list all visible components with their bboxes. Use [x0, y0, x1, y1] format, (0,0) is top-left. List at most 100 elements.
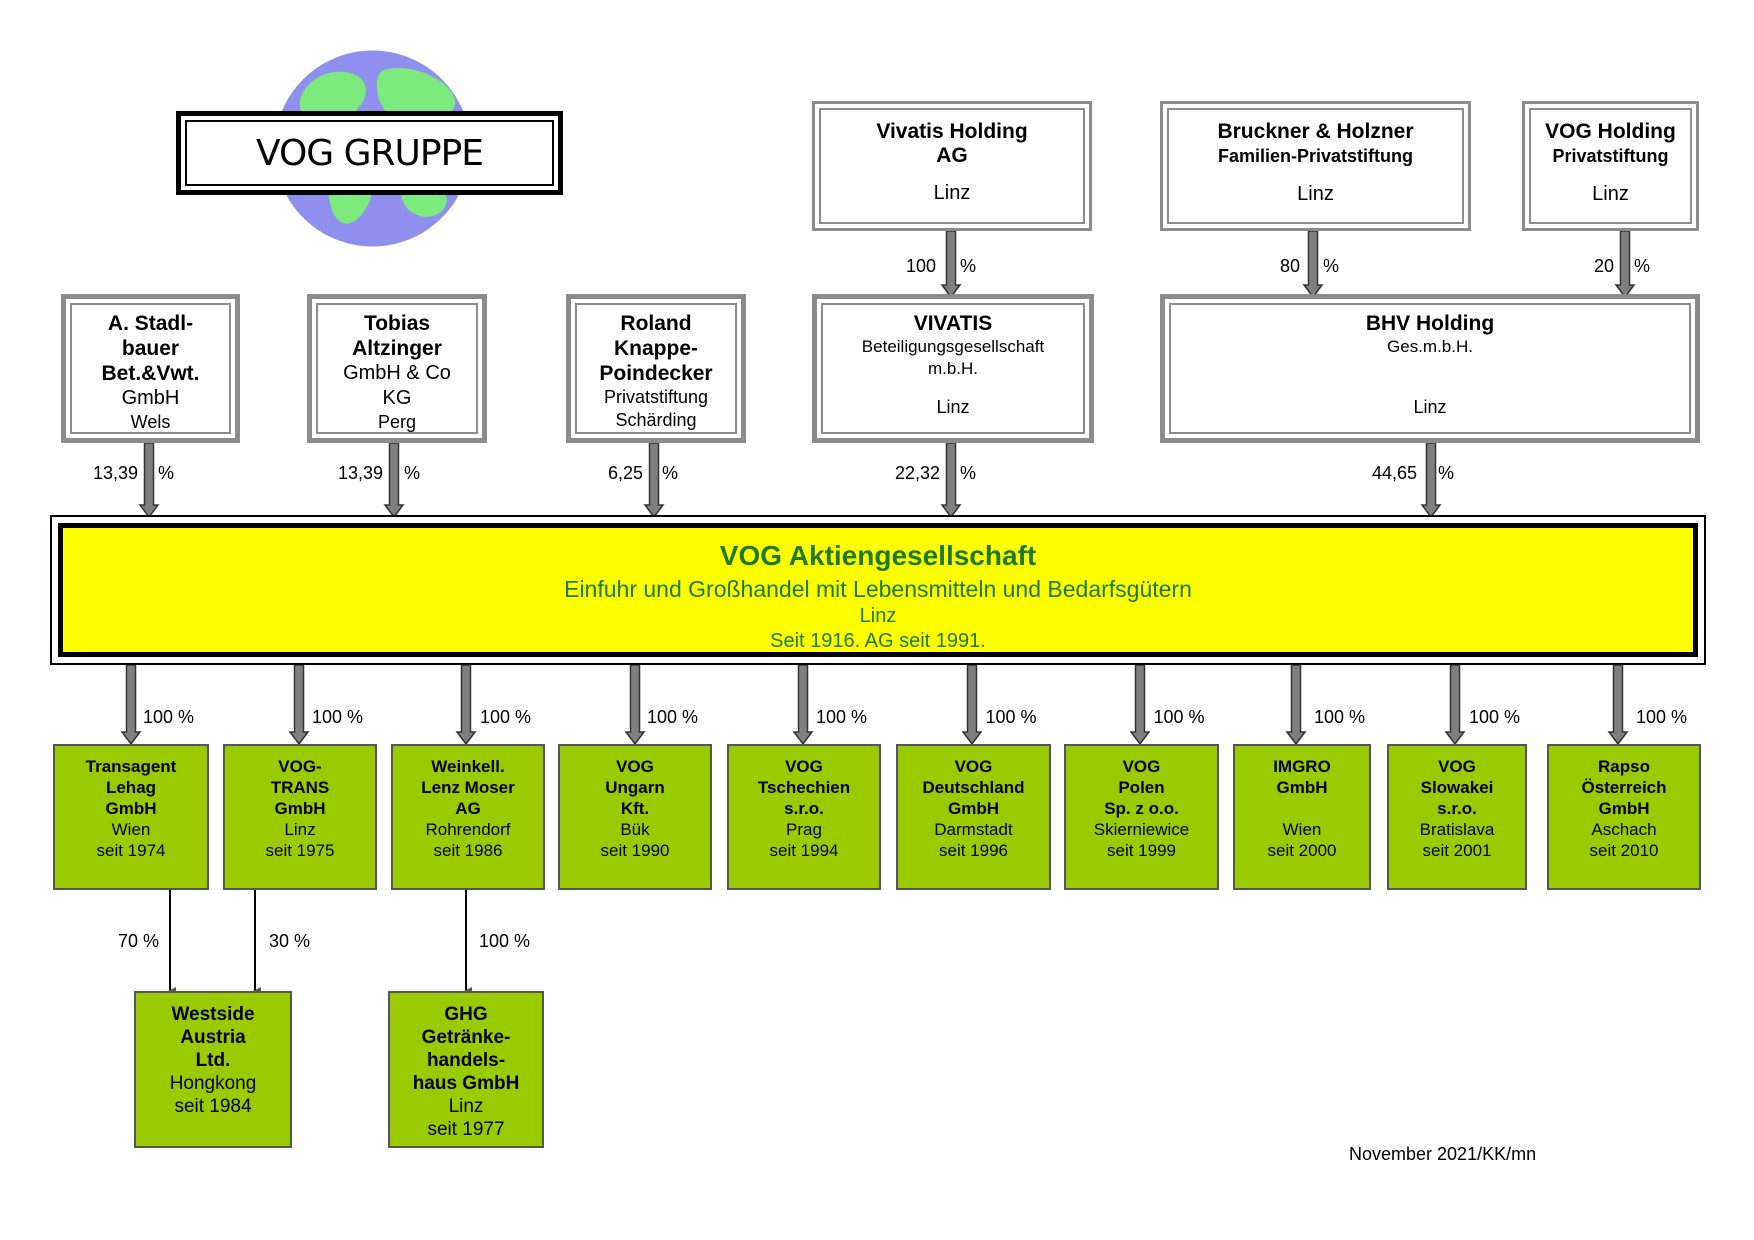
- subsidiary-city: Bük: [620, 820, 650, 839]
- bruckner-city: Linz: [1297, 183, 1334, 205]
- pct-vivatis-holding-unit: %: [960, 256, 976, 277]
- bruckner-line2: Familien-Privatstiftung: [1217, 146, 1414, 166]
- subsidiary-name-line: Rapso: [1598, 757, 1650, 776]
- arrow-subsidiary: [1285, 664, 1307, 746]
- arrow-stadlbauer: [138, 442, 160, 519]
- ghg-since: seit 1977: [427, 1119, 505, 1140]
- subsidiary-name-line: Slowakei: [1420, 778, 1494, 797]
- footer-note: November 2021/KK/mn: [1349, 1144, 1537, 1164]
- vivatis-holding-city: Linz: [933, 182, 971, 204]
- subsidiary-name-line: GmbH: [1598, 799, 1650, 818]
- vog-holding-line2: Privatstiftung: [1552, 146, 1669, 166]
- bhv-l1: BHV Holding: [1365, 312, 1495, 335]
- pct-vivatis-unit: %: [960, 463, 976, 484]
- pct-knappe: 6,25: [608, 463, 643, 484]
- knappe-l4: Privatstiftung: [603, 387, 709, 407]
- pct-bhv-20: 20: [1594, 256, 1614, 277]
- subsidiary-pct: 100 %: [480, 707, 532, 727]
- pct-unit: %: [662, 463, 679, 483]
- subsidiary-pct: 100 %: [647, 707, 699, 727]
- subsidiary-name-line: AG: [455, 799, 481, 818]
- knappe-l2: Knappe-: [614, 337, 698, 360]
- ghg-l3: handels-: [426, 1050, 506, 1071]
- vivatis-holding-name: Vivatis Holding: [876, 120, 1028, 143]
- arrow-vivatis: [940, 442, 962, 519]
- pct-bhv-20-unit: %: [1634, 256, 1650, 277]
- subsidiary-pct: 100 %: [1636, 707, 1688, 727]
- box-knappe: Roland Knappe- Poindecker Privatstiftung…: [566, 294, 746, 443]
- pct-vivatis-holding: 100: [906, 256, 936, 277]
- pct-value: 100: [906, 256, 937, 276]
- pct-lenzmoser-ghg: 100 %: [479, 931, 530, 952]
- vivatis-l3: m.b.H.: [927, 359, 979, 378]
- subsidiary-since: seit 1996: [939, 841, 1008, 860]
- pct-stadlbauer: 13,39: [93, 463, 138, 484]
- westside-since: seit 1984: [174, 1096, 252, 1117]
- subsidiary-name-line: VOG: [954, 757, 993, 776]
- pct-unit: %: [404, 463, 421, 483]
- logo-title: VOG GRUPPE: [185, 120, 554, 186]
- subsidiary-name-line: VOG: [616, 757, 654, 776]
- arrow-subsidiary: [1129, 664, 1151, 746]
- subsidiary-name-line: Lenz Moser: [421, 778, 515, 797]
- subsidiary-name-line: Kft.: [620, 799, 650, 818]
- subsidiary-since: seit 1986: [433, 841, 503, 860]
- arrow-altzinger: [383, 442, 405, 519]
- arrow-subsidiary: [120, 664, 142, 746]
- arrow-subsidiary: [455, 664, 477, 746]
- pct-value: 70 %: [118, 931, 160, 951]
- arrow-bhv: [1420, 442, 1442, 519]
- subsidiary-name-line: VOG: [1438, 757, 1476, 776]
- pct-value: 13,39: [93, 463, 139, 483]
- arrow-subsidiary: [1607, 664, 1629, 746]
- arrow-subsidiary: [1444, 664, 1466, 746]
- subsidiary-name-line: Österreich: [1581, 778, 1667, 797]
- pct-stadlbauer-unit: %: [158, 463, 174, 484]
- subsidiary-pct: 100 %: [985, 707, 1037, 727]
- pct-unit: %: [158, 463, 175, 483]
- pct-bhv: 44,65: [1372, 463, 1417, 484]
- subsidiary-city: Bratislava: [1419, 820, 1495, 839]
- subsidiary-city: Darmstadt: [934, 820, 1013, 839]
- box-altzinger: Tobias Altzinger GmbH & Co KG Perg: [307, 294, 487, 443]
- subsidiary-pct: 100 %: [1153, 707, 1205, 727]
- ghg-l2: Getränke-: [421, 1027, 511, 1048]
- pct-bhv-unit: %: [1438, 463, 1454, 484]
- box-stadlbauer: A. Stadl- bauer Bet.&Vwt. GmbH Wels: [61, 294, 240, 443]
- bruckner-name: Bruckner & Holzner: [1217, 120, 1414, 143]
- stadlbauer-city: Wels: [130, 412, 171, 432]
- pct-value: 20: [1594, 256, 1615, 276]
- subsidiary-since: seit 1974: [96, 841, 166, 860]
- altzinger-l2: Altzinger: [352, 337, 442, 360]
- subsidiary-since: seit 2001: [1422, 841, 1492, 860]
- stadlbauer-l2: bauer: [121, 337, 180, 360]
- arrow-subsidiary: [792, 664, 814, 746]
- subsidiary-pct: 100 %: [312, 707, 364, 727]
- altzinger-l3: GmbH & Co: [343, 362, 451, 384]
- stadlbauer-l4: GmbH: [121, 387, 180, 409]
- ghg-l4: haus GmbH: [412, 1073, 520, 1094]
- vivatis-l2: Beteiligungsgesellschaft: [861, 337, 1045, 356]
- pct-value: 30 %: [269, 931, 311, 951]
- subsidiary-name-line: GmbH: [1276, 778, 1328, 797]
- pct-value: 44,65: [1372, 463, 1418, 483]
- subsidiary-name-line: Transagent: [85, 757, 177, 776]
- subsidiary-name-line: Tschechien: [757, 778, 851, 797]
- subsidiary-name-line: Polen: [1118, 778, 1165, 797]
- thin-connectors: [168, 890, 472, 995]
- pct-vivatis: 22,32: [895, 463, 940, 484]
- pct-transagent-westside: 70 %: [118, 931, 159, 952]
- box-vog-holding: VOG Holding Privatstiftung Linz: [1522, 101, 1699, 231]
- subsidiary-name-line: TRANS: [270, 778, 330, 797]
- westside-l1: Westside: [171, 1004, 255, 1025]
- arrow-bruckner-bhv: [1302, 230, 1324, 299]
